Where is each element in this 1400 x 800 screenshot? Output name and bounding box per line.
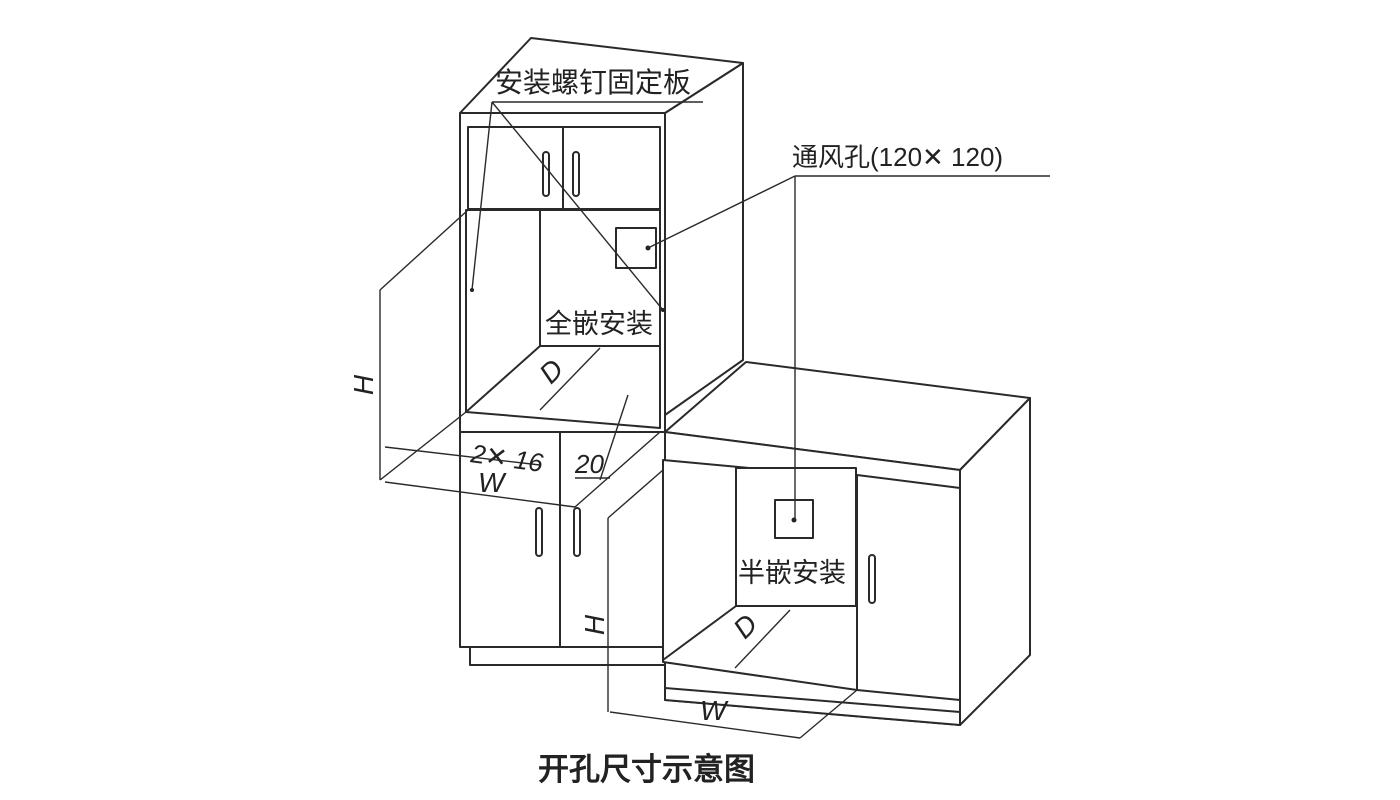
upper-right-handle-icon — [572, 151, 580, 197]
full-embed-floor-edge — [465, 345, 541, 413]
upper-h-label: H — [348, 374, 379, 395]
leader-lines — [470, 101, 1050, 520]
tall-cabinet-front-lower — [459, 431, 666, 648]
upper-inner-line — [384, 446, 541, 466]
upper-h-ext-top — [379, 209, 469, 291]
lower-right-handle-icon — [573, 507, 581, 557]
vent-leader-upper — [647, 175, 796, 249]
upper-d-line — [539, 347, 601, 411]
half-embed-floor-edge — [662, 605, 737, 661]
mount-plate-leader-right — [491, 101, 664, 311]
vent-dot-lower — [791, 517, 797, 523]
mount-plate-dot-left — [470, 288, 474, 292]
mount-plate-dot-right — [661, 308, 665, 312]
upper-w-ext — [574, 431, 661, 508]
low-cabinet-right-door — [856, 474, 961, 701]
tall-cabinet — [459, 37, 744, 666]
lower-w-ext — [799, 689, 858, 739]
low-door-handle-icon — [868, 554, 876, 604]
mount-plate-label: 安装螺钉固定板 — [495, 67, 691, 98]
lower-left-handle-icon — [535, 507, 543, 557]
upper-left-handle-icon — [542, 151, 550, 197]
lower-d-line — [734, 609, 791, 669]
tall-cabinet-side — [664, 62, 744, 416]
upper-h-ext-bottom — [379, 411, 467, 481]
lower-w-label: W — [700, 695, 729, 726]
low-cabinet-plinth — [664, 687, 961, 726]
lower-h-ext-top — [607, 469, 664, 519]
upper-gap-leader — [599, 394, 629, 481]
low-cabinet — [662, 361, 1031, 726]
full-embed-label: 全嵌安装 — [545, 309, 653, 339]
upper-gap-label: 20 — [574, 449, 604, 479]
lower-w-line — [609, 711, 801, 739]
tall-cabinet-plinth — [469, 646, 666, 666]
lower-h-label: H — [579, 614, 610, 635]
diagram-caption: 开孔尺寸示意图 — [538, 752, 755, 787]
half-embed-label: 半嵌安装 — [738, 558, 846, 588]
upper-w-label: W — [478, 467, 507, 498]
mount-plate-leader-left — [471, 101, 493, 291]
vent-hole-label: 通风孔(120✕ 120) — [792, 142, 1003, 172]
upper-w-line — [384, 481, 576, 508]
dimension-lines — [379, 209, 858, 739]
